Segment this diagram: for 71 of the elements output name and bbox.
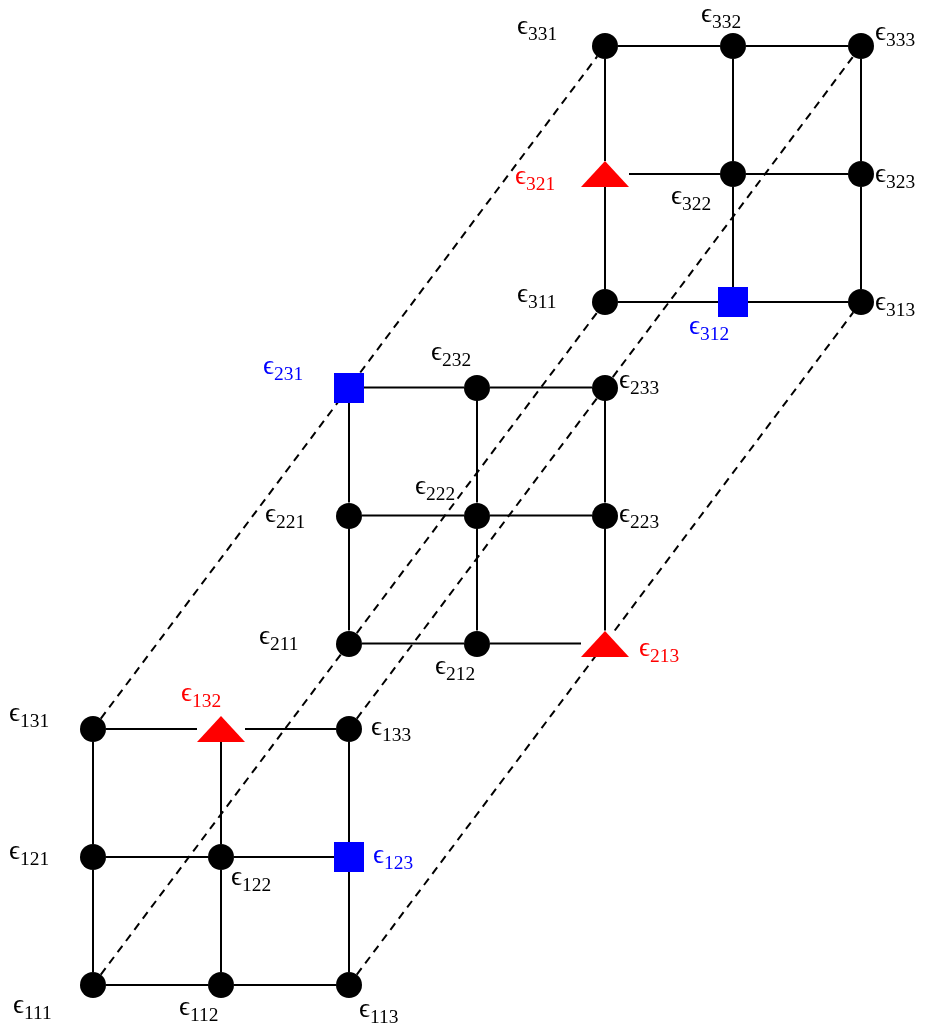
node-label: ϵ$_{233}$ [619, 365, 660, 393]
node-label: ϵ$_{232}$ [431, 337, 472, 365]
node-label: ϵ$_{221}$ [265, 499, 306, 527]
dashed-line [613, 311, 855, 632]
node-label: ϵ$_{121}$ [9, 837, 50, 864]
grid-line [476, 399, 478, 504]
grid-line [233, 984, 337, 986]
dashed-line [355, 396, 599, 720]
grid-line [860, 58, 862, 162]
grid-line [92, 741, 94, 845]
grid-line [747, 301, 849, 303]
node-label: ϵ$_{132}$ [181, 679, 222, 706]
grid-line [105, 984, 209, 986]
grid-line [732, 58, 734, 162]
grid-line [233, 856, 335, 858]
node-label: ϵ$_{332}$ [701, 0, 742, 27]
node-label: ϵ$_{211}$ [259, 621, 299, 649]
node-label: ϵ$_{122}$ [231, 863, 272, 890]
grid-line [220, 869, 222, 973]
dashed-line [355, 311, 599, 635]
node-label: ϵ$_{123}$ [373, 841, 414, 868]
grid-line [363, 386, 465, 389]
grid-line [617, 301, 719, 303]
grid-line [604, 527, 606, 632]
node-label: ϵ$_{323}$ [875, 160, 916, 187]
grid-line [361, 514, 465, 517]
grid-line [745, 173, 849, 175]
node-label: ϵ$_{222}$ [415, 471, 456, 499]
node-label: ϵ$_{333}$ [875, 18, 916, 45]
grid-line [604, 58, 606, 162]
grid-line [348, 741, 350, 843]
grid-line [105, 856, 209, 858]
node-label: ϵ$_{133}$ [371, 713, 412, 740]
node-label: ϵ$_{331}$ [517, 12, 558, 39]
node-label: ϵ$_{112}$ [179, 993, 219, 1020]
node-label: ϵ$_{313}$ [875, 288, 916, 315]
grid-line [732, 186, 734, 288]
dashed-line [359, 55, 599, 374]
grid-line [244, 728, 337, 730]
grid-line [604, 186, 606, 290]
dashed-line [99, 401, 339, 720]
node-label: ϵ$_{223}$ [619, 499, 660, 527]
grid-line [489, 642, 582, 645]
grid-line [92, 869, 94, 973]
dashed-line [355, 655, 597, 976]
node-label: ϵ$_{212}$ [435, 651, 476, 679]
dashed-line [611, 55, 855, 379]
grid-line [489, 514, 593, 517]
grid-line [476, 527, 478, 632]
grid-line [220, 741, 222, 845]
grid-line [361, 642, 465, 645]
node-label: ϵ$_{113}$ [359, 995, 399, 1022]
node-label: ϵ$_{213}$ [639, 633, 680, 661]
grid-line [105, 728, 198, 730]
grid-line [617, 45, 721, 47]
node-label: ϵ$_{111}$ [13, 991, 52, 1018]
grid-line [348, 527, 350, 632]
grid-line [348, 401, 350, 504]
node-label: ϵ$_{321}$ [515, 162, 556, 189]
grid-line [745, 45, 849, 47]
grid-line [628, 173, 721, 175]
grid-line [489, 386, 593, 389]
grid-line [860, 186, 862, 290]
node-label: ϵ$_{231}$ [263, 351, 304, 379]
grid-line [348, 871, 350, 973]
grid-line [604, 399, 606, 504]
node-label: ϵ$_{131}$ [9, 699, 50, 726]
dashed-line [99, 652, 343, 976]
node-label: ϵ$_{322}$ [671, 182, 712, 209]
node-label: ϵ$_{312}$ [689, 312, 730, 339]
node-label: ϵ$_{311}$ [517, 280, 557, 307]
